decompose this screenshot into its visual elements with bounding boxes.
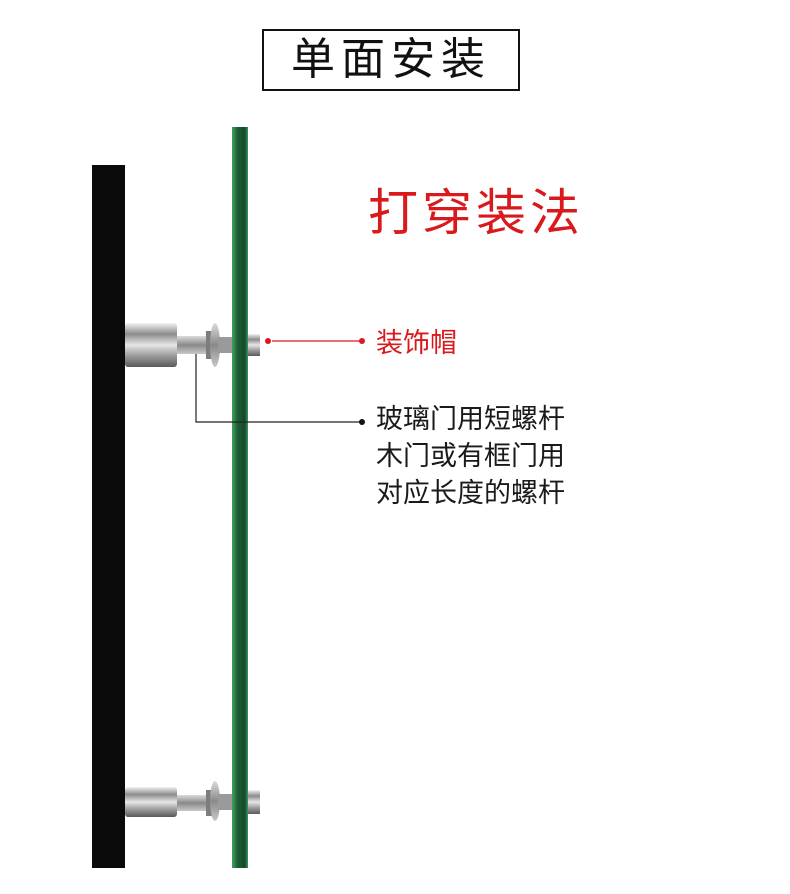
bolt-leader-line — [195, 354, 362, 423]
door-handle-bar — [92, 165, 125, 868]
bolt-leader-end — [359, 419, 365, 425]
glass-panel — [232, 127, 248, 868]
bolt-note: 玻璃门用短螺杆 木门或有框门用 对应长度的螺杆 — [376, 401, 565, 512]
cap-marker-dot — [265, 338, 271, 344]
lower-standoff — [125, 781, 260, 821]
cap-leader-end — [359, 338, 365, 344]
upper-standoff — [125, 323, 260, 367]
bolt-note-line-3: 对应长度的螺杆 — [376, 478, 565, 509]
page-title: 单面安装 — [262, 29, 520, 91]
method-subtitle: 打穿装法 — [368, 184, 584, 242]
bolt-note-line-1: 玻璃门用短螺杆 — [376, 404, 565, 435]
bolt-note-line-2: 木门或有框门用 — [376, 441, 565, 472]
decorative-cap-label: 装饰帽 — [376, 328, 457, 359]
